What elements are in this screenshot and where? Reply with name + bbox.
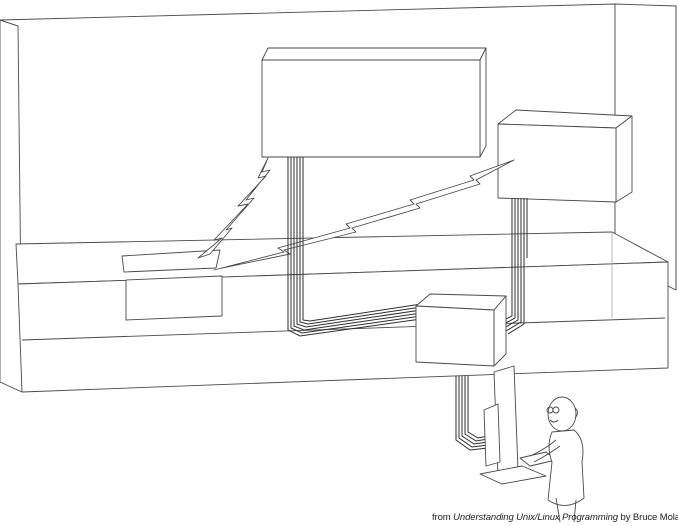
terminal-monitor [480,366,546,484]
device-controller-box [416,294,506,366]
upper-right-box [498,110,632,202]
terminal-cable [456,376,488,450]
upper-center-box [262,48,486,157]
left-lower-box [126,276,222,320]
figure-caption: from Understanding Unix/Linux Programmin… [432,512,678,523]
caption-suffix: by Bruce Molay [618,512,678,523]
middle-shelf [16,232,668,392]
caption-prefix: from [432,512,453,523]
caption-book-title: Understanding Unix/Linux Programming [453,512,618,523]
person-figure [530,397,584,522]
